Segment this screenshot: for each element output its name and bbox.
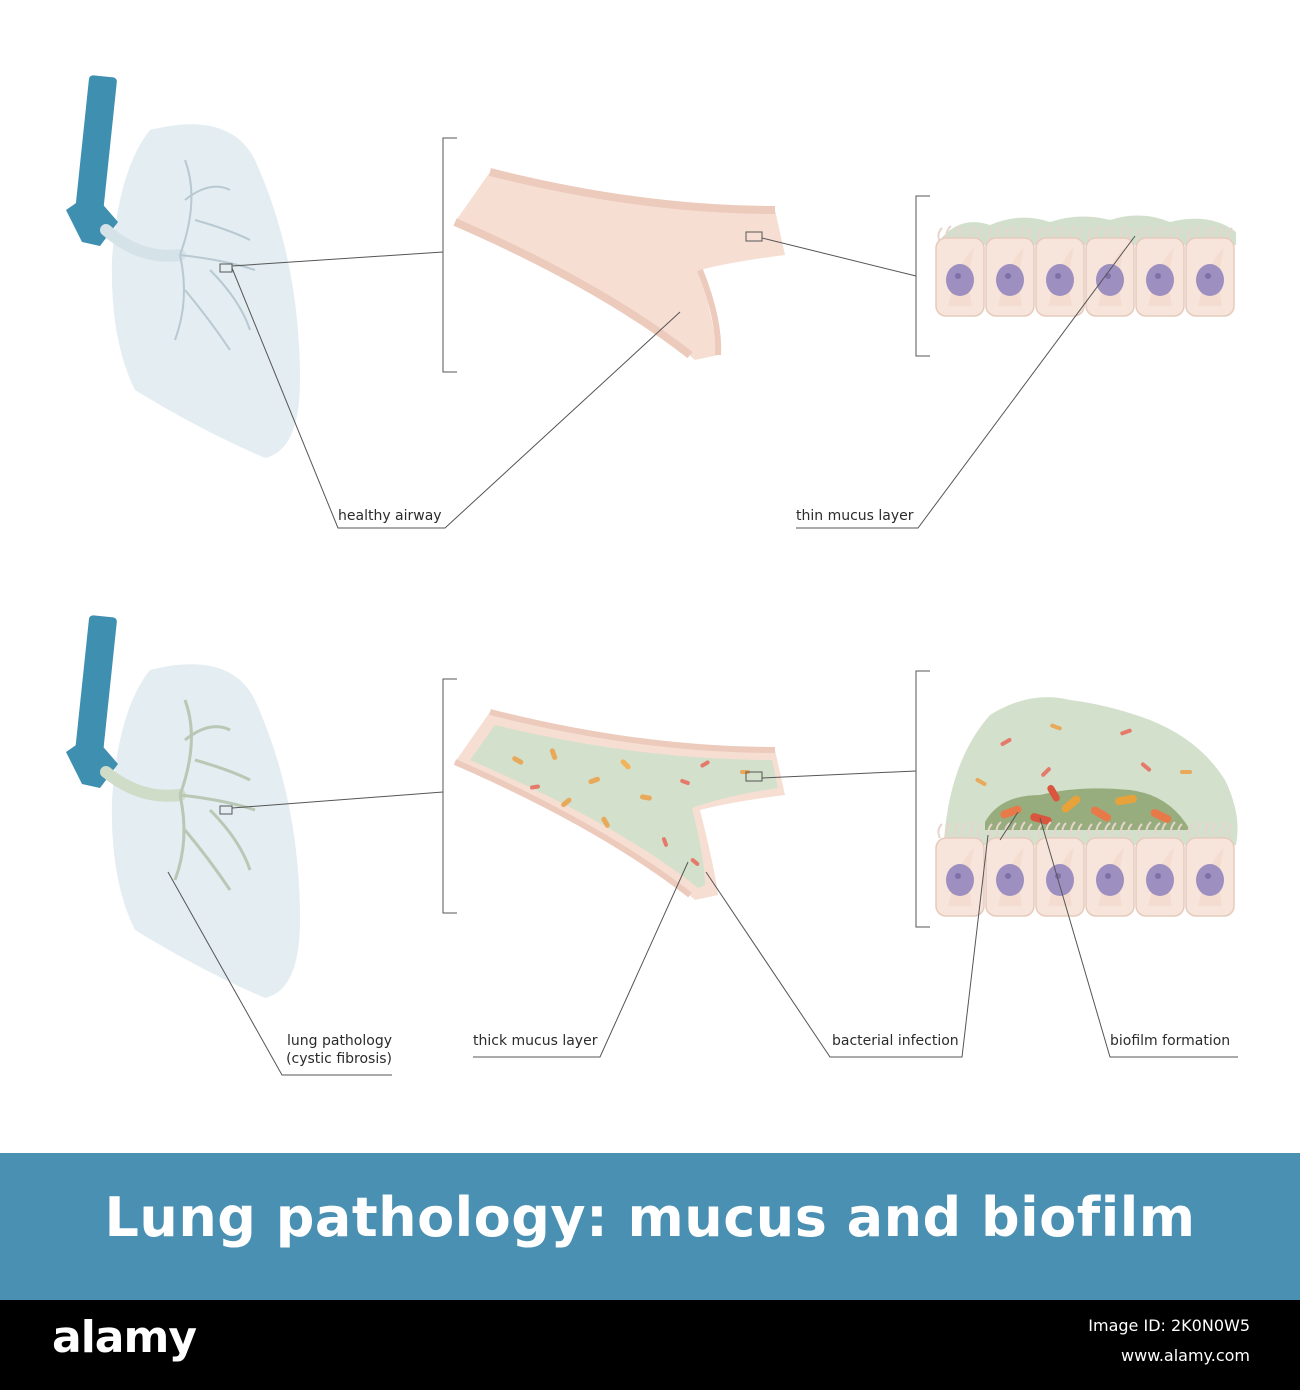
diagram-canvas [66,75,1238,1076]
site-url-text: www.alamy.com [1121,1346,1250,1365]
label-lung-pathology-line2: (cystic fibrosis) [286,1051,392,1067]
lung-pathology-leader [167,871,392,1076]
thin-mucus-leader [796,235,1136,529]
thick-mucus-bracket [442,678,457,914]
title-band [0,1153,1300,1300]
diseased-airway-segment [453,709,785,900]
healthy-epithelium [935,215,1236,317]
healthy-bronchi [174,159,256,351]
label-healthy-airway: healthy airway [338,508,442,524]
label-lung-pathology: lung pathology (cystic fibrosis) [262,1032,392,1068]
thick-mucus-leader [473,861,689,1058]
bacterial-infection-leader [705,834,989,1058]
thin-mucus-bracket [915,195,930,357]
healthy-airway-segment [453,168,785,360]
page-title: Lung pathology: mucus and biofilm [104,1186,1196,1249]
healthy-lung-illustration [66,75,300,459]
mucus-filled-bronchi [173,699,256,891]
image-id-text: Image ID: 2K0N0W5 [1088,1316,1250,1335]
biofilm-formation-leader [1039,817,1238,1058]
label-thin-mucus-layer: thin mucus layer [796,508,914,524]
label-bacterial-infection: bacterial infection [832,1033,959,1049]
biofilm-bacteria [1000,784,1172,825]
brand-logo: alamy [52,1312,197,1363]
bacteria-in-airway [512,748,750,866]
label-thick-mucus-layer: thick mucus layer [473,1033,598,1049]
label-lung-pathology-line1: lung pathology [287,1033,392,1049]
footer-bar [0,1300,1300,1390]
biofilm-bracket [915,670,930,928]
healthy-airway-bracket [442,137,457,373]
diseased-lung-illustration [66,615,300,998]
healthy-airway-leader [231,267,681,529]
diseased-epithelium [935,697,1238,917]
label-biofilm-formation: biofilm formation [1110,1033,1231,1049]
bacteria-in-mucus [975,723,1192,786]
